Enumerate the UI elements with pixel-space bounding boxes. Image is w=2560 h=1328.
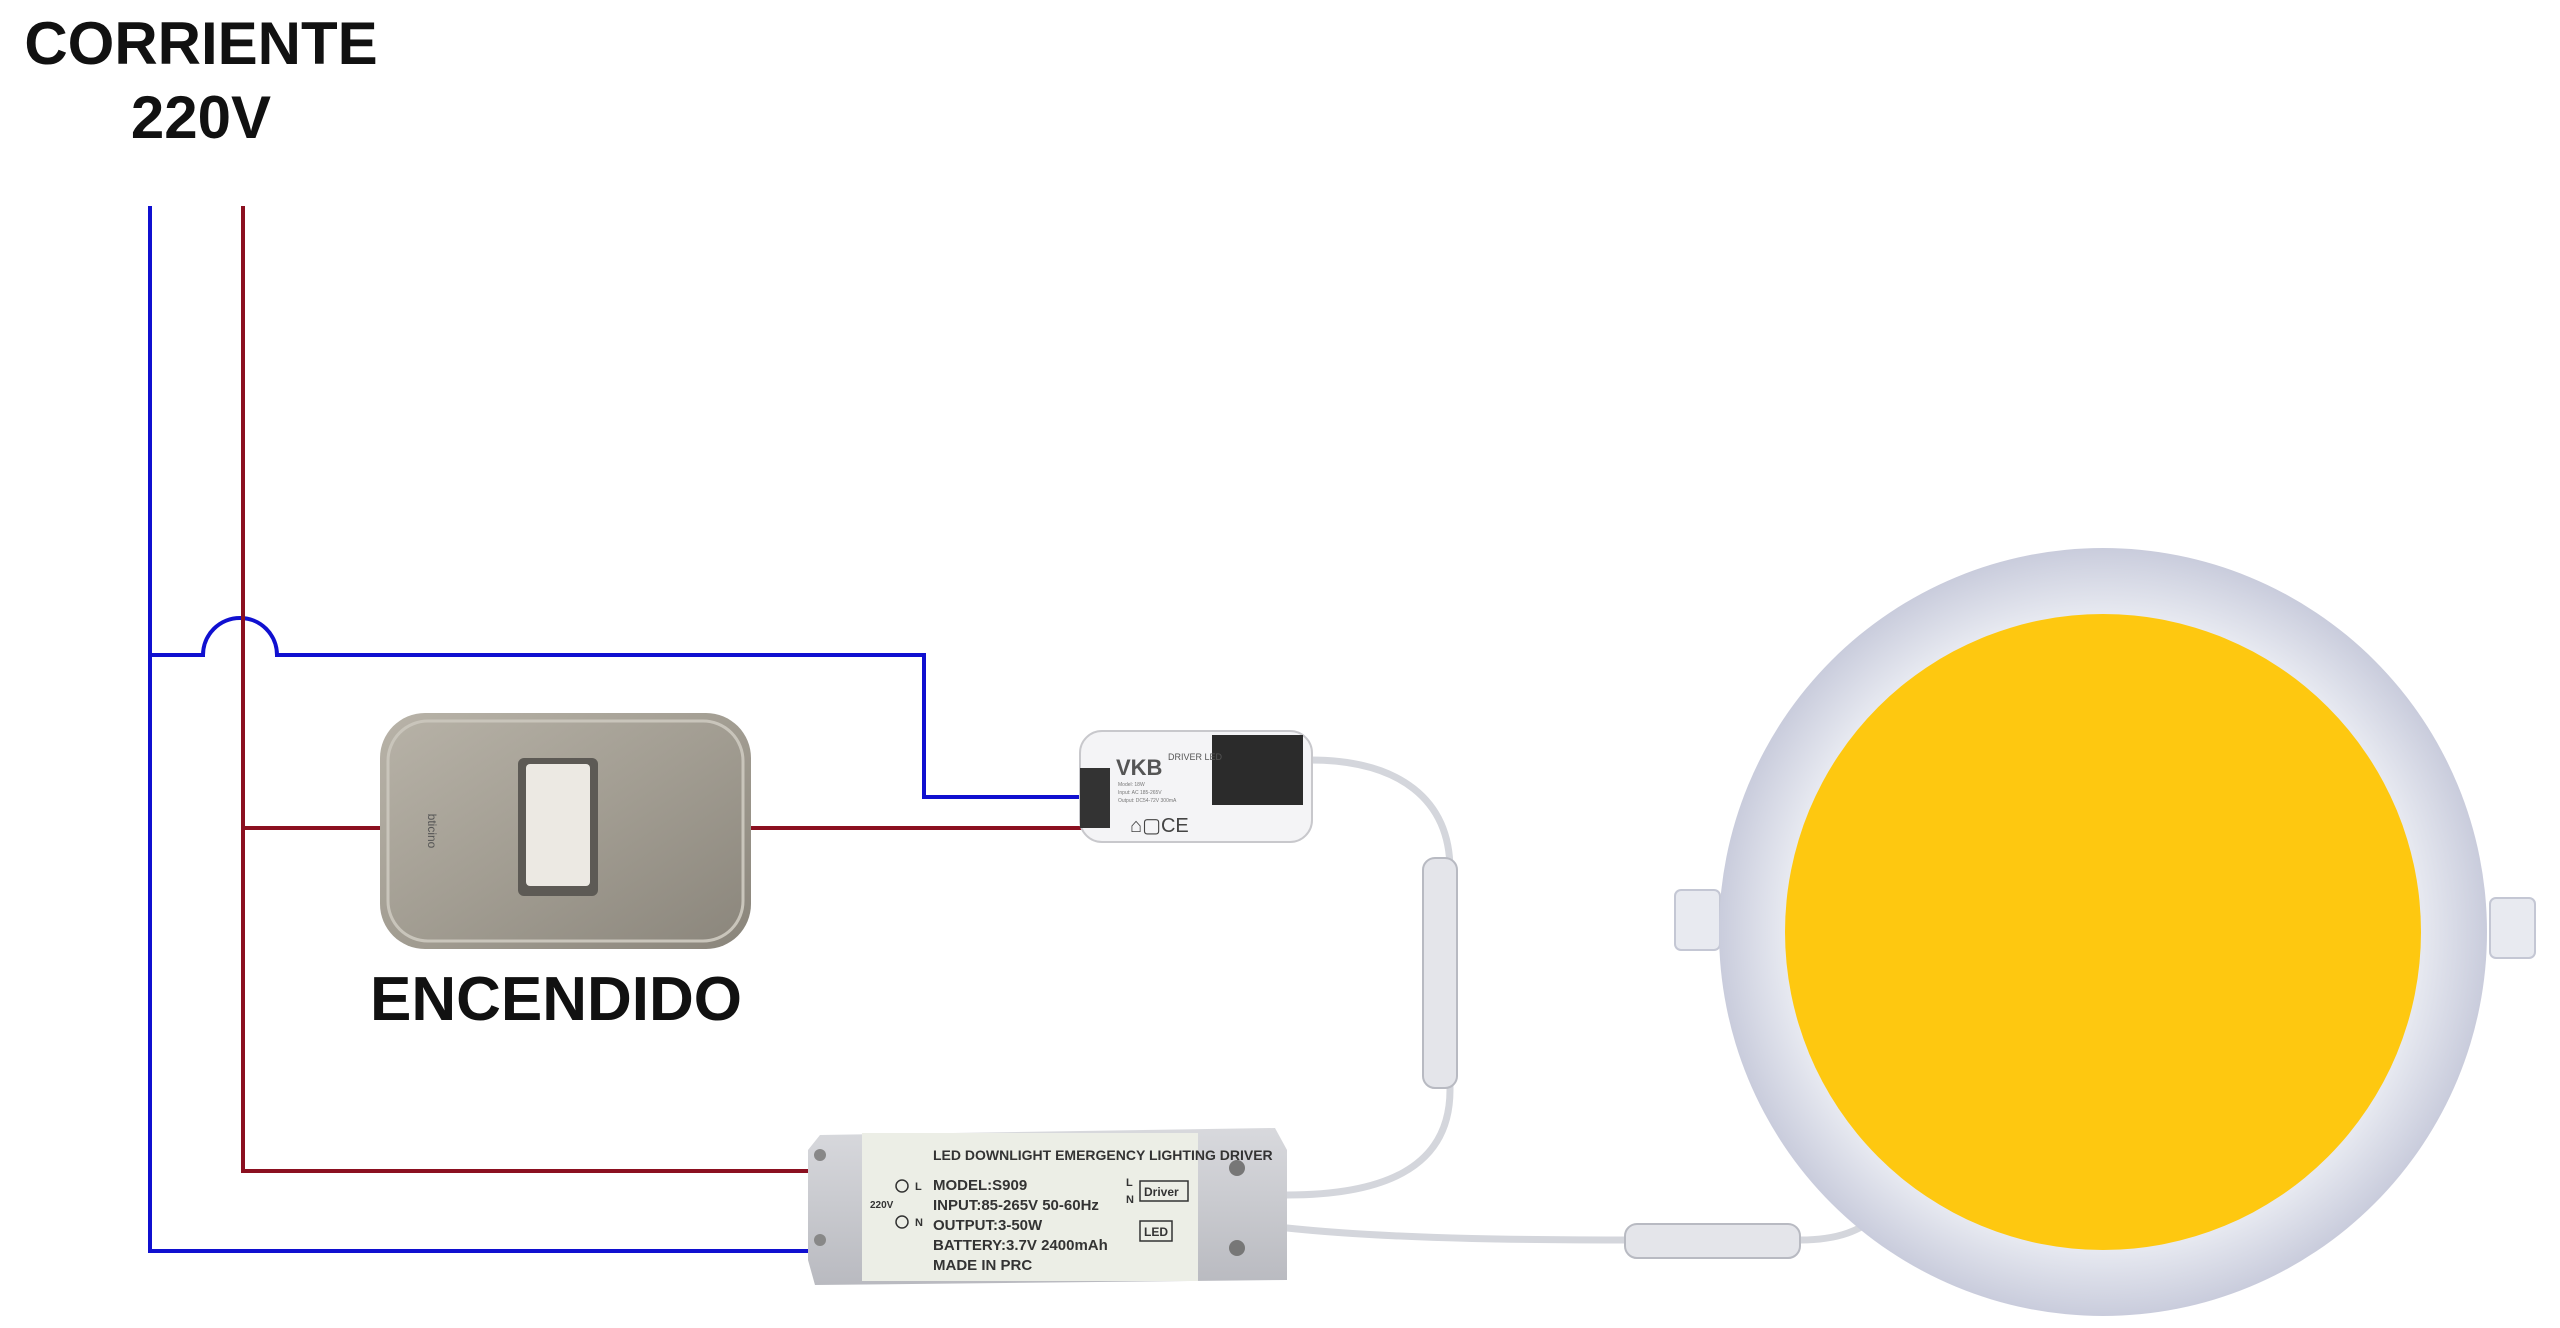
driver-name: DRIVER LED xyxy=(1168,752,1223,762)
cable-connector xyxy=(1422,857,1458,1089)
neutral-wire xyxy=(148,206,1089,1253)
emergency-driver-output: OUTPUT:3-50W xyxy=(933,1217,1043,1234)
switch-label: ENCENDIDO xyxy=(370,965,742,1034)
emergency-driver: LED DOWNLIGHT EMERGENCY LIGHTING DRIVER … xyxy=(808,1128,1287,1285)
terminal-n-icon xyxy=(895,1215,909,1229)
light-switch[interactable]: bticino xyxy=(380,713,751,949)
emergency-driver-input: INPUT:85-265V 50-60Hz xyxy=(933,1197,1099,1214)
driver-output: Output: DC54-72V 300mA xyxy=(1118,798,1177,804)
vkb-brand: VKB xyxy=(1116,755,1162,780)
terminal-voltage-label: 220V xyxy=(870,1200,894,1211)
title-line2: 220V xyxy=(131,84,271,151)
emergency-driver-battery: BATTERY:3.7V 2400mAh xyxy=(933,1237,1108,1254)
emergency-driver-title: LED DOWNLIGHT EMERGENCY LIGHTING DRIVER xyxy=(933,1147,1273,1163)
driver-schematic-icon xyxy=(1139,1180,1189,1202)
switch-rocker[interactable] xyxy=(526,764,590,886)
driver-output-cable xyxy=(1283,756,1454,1199)
panel-connector xyxy=(1624,1223,1801,1259)
title-line1: CORRIENTE xyxy=(24,10,377,77)
ce-mark-icon: ⌂▢CE xyxy=(1130,815,1189,837)
diagram-driver-label: Driver xyxy=(1144,1185,1179,1199)
led-schematic-icon xyxy=(1139,1220,1173,1242)
terminal-n-label: N xyxy=(915,1217,923,1229)
diagram-l-label: L xyxy=(1126,1177,1133,1189)
diagram-n-label: N xyxy=(1126,1194,1134,1206)
driver-input: Input: AC 185-265V xyxy=(1118,790,1162,796)
led-panel xyxy=(1674,548,2536,1316)
diagram-led-label: LED xyxy=(1144,1225,1168,1239)
emergency-driver-model: MODEL:S909 xyxy=(933,1177,1027,1194)
panel-clip-left xyxy=(1674,889,1721,951)
emergency-driver-origin: MADE IN PRC xyxy=(933,1257,1032,1274)
switch-brand: bticino xyxy=(425,814,439,849)
panel-clip-right xyxy=(2489,897,2536,959)
panel-cable xyxy=(1283,1211,1884,1244)
terminal-l-icon xyxy=(895,1179,909,1193)
led-driver: VKB DRIVER LED Model: 18W Input: AC 185-… xyxy=(1079,730,1313,843)
panel-light xyxy=(1785,614,2421,1250)
phase-wire xyxy=(241,206,1089,1173)
driver-model: Model: 18W xyxy=(1118,782,1145,788)
terminal-l-label: L xyxy=(915,1181,922,1193)
